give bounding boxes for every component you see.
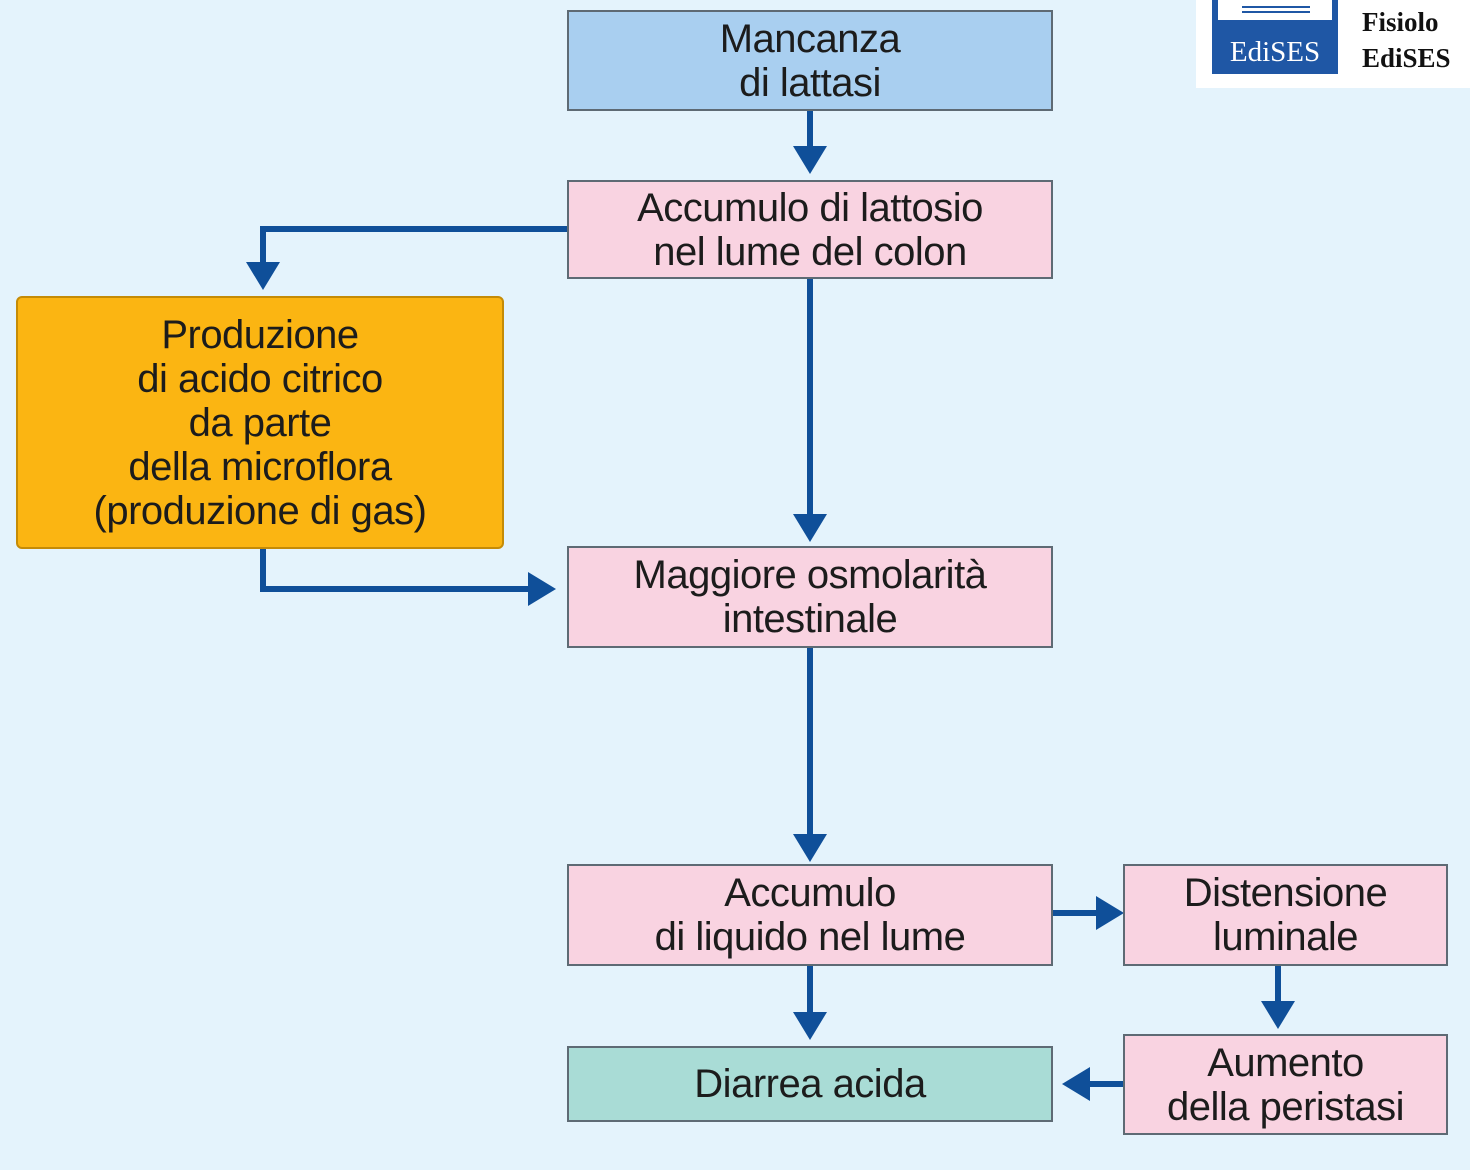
book-icon: EdiSES xyxy=(1212,0,1338,74)
node-label-line: di liquido nel lume xyxy=(654,915,966,959)
node-label-line: di lattasi xyxy=(739,60,881,105)
arrowhead-fluid-to-distension xyxy=(1096,896,1124,930)
arrowhead-lactose-to-osmolarity xyxy=(793,514,827,542)
logo-title: Fisiolo xyxy=(1362,7,1439,37)
node-label-line: Produzione xyxy=(161,312,359,357)
node-label-line: Accumulo di lattosio xyxy=(637,185,983,230)
logo-publisher: EdiSES xyxy=(1362,43,1451,73)
node-label-line: luminale xyxy=(1213,915,1358,959)
node-acid-diarrhea: Diarrea acida xyxy=(567,1046,1053,1122)
node-label-line: nel lume del colon xyxy=(653,229,967,274)
node-label-line: (produzione di gas) xyxy=(93,488,427,533)
arrowhead-fluid-to-diarrhea xyxy=(793,1012,827,1040)
node-label-line: Diarrea acida xyxy=(694,1062,926,1106)
arrowhead-peristalsis-to-diarrhea xyxy=(1062,1067,1090,1101)
node-label-line: di acido citrico xyxy=(137,356,383,401)
arrowhead-lactase-to-lactose xyxy=(793,146,827,174)
node-label-line: della peristasi xyxy=(1166,1084,1405,1129)
arrow-microflora-to-osmolarity xyxy=(260,548,532,592)
arrowhead-lactose-to-microflora xyxy=(246,262,280,290)
logo-brand: EdiSES xyxy=(1229,36,1321,68)
arrowhead-distension-to-peristalsis xyxy=(1261,1001,1295,1029)
node-label-line: Distensione xyxy=(1183,871,1388,915)
publisher-logo: EdiSES Fisiolo EdiSES xyxy=(1196,0,1470,88)
node-label-line: della microflora xyxy=(128,444,392,489)
node-label-line: Mancanza xyxy=(719,16,901,61)
node-label-line: Accumulo xyxy=(724,871,896,915)
arrow-lactose-to-microflora xyxy=(260,226,568,266)
node-label-line: Aumento xyxy=(1207,1040,1364,1085)
node-label-line: Maggiore osmolarità xyxy=(633,553,987,597)
arrowhead-microflora-to-osmolarity xyxy=(528,572,556,606)
arrowhead-osmolarity-to-fluid xyxy=(793,834,827,862)
node-label-line: intestinale xyxy=(722,597,898,641)
node-label-line: da parte xyxy=(188,400,332,445)
